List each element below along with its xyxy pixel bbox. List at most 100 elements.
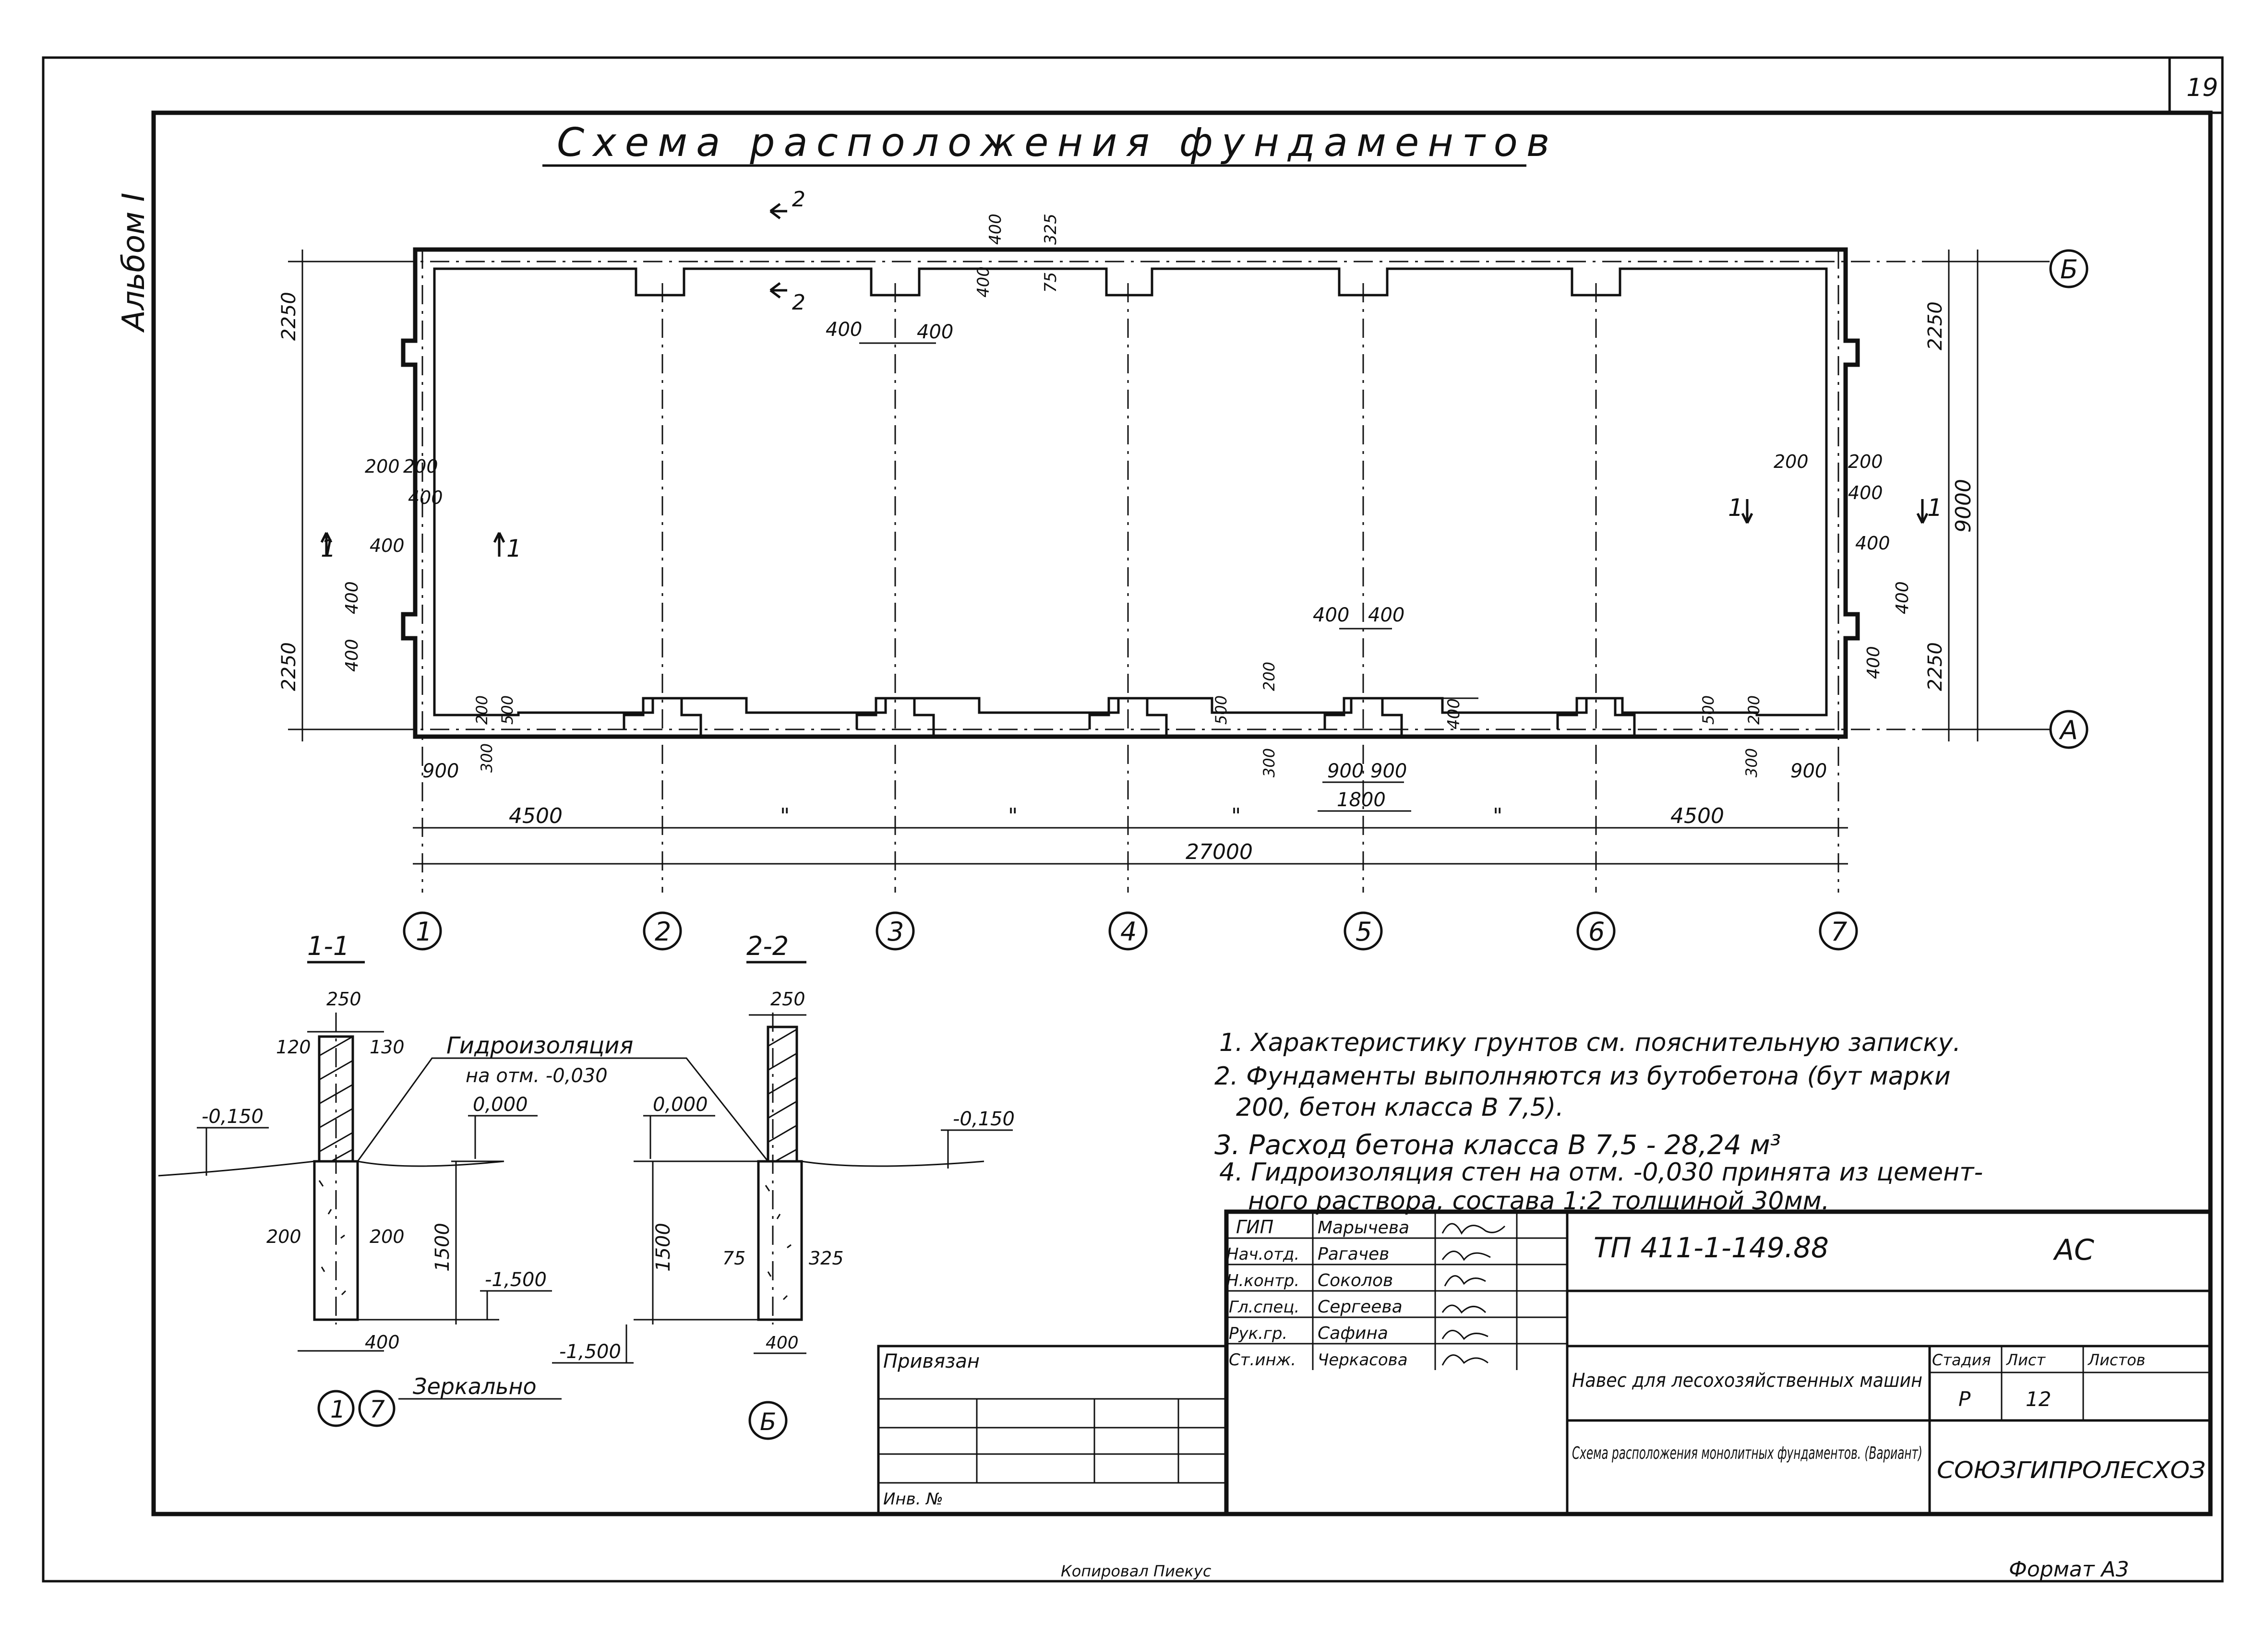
dim-top-400b: 400 (974, 266, 993, 298)
dim-bay-last: 4500 (1670, 804, 1724, 828)
s11-wall-hatch (319, 1036, 353, 1162)
s11-depth: 1500 (432, 1223, 454, 1272)
dim-top-400d: 400 (917, 321, 953, 343)
tb-stage: Р (1958, 1387, 1971, 1411)
dim-bl-500: 500 (498, 695, 516, 725)
s22-axis-bubble (748, 1401, 788, 1440)
tb-code: ТП 411-1-149.88 (1594, 1231, 1829, 1264)
tb-name-5: Черкасова (1318, 1350, 1408, 1370)
tb-name-1: Рагачев (1318, 1244, 1389, 1264)
s11-level-ground-mark (197, 1127, 269, 1176)
dim-right-200b: 200 (1848, 451, 1883, 472)
axis-label-2: 2 (655, 917, 671, 947)
sheet-number-box (2168, 58, 2222, 114)
s22-wall-hatch (768, 1028, 797, 1162)
tb-stage-h: Стадия (1932, 1351, 1991, 1369)
tb-sheets-h: Листов (2088, 1351, 2146, 1369)
s11-footing-fill (318, 1180, 347, 1296)
dim-right-2250-bottom: 2250 (1924, 642, 1946, 691)
dim-right-400a: 400 (1848, 482, 1883, 503)
dim-left-400c: 400 (342, 581, 362, 614)
sheet-number: 19 (2186, 73, 2218, 102)
dim-bay-4: " (1231, 804, 1241, 828)
dim-bay-3: " (1008, 804, 1018, 828)
section-1-mark-right2-label: 1 (1927, 494, 1943, 522)
section-2-mark-top-label: 2 (792, 187, 805, 212)
s11-axis-bubble-1 (317, 1390, 355, 1427)
axis-bubble-1 (403, 911, 442, 951)
dim-top-75: 75 (1041, 272, 1060, 293)
general-notes: 1. Характеристику грунтов см. пояснитель… (1214, 1028, 1983, 1216)
dim-bay-5: " (1493, 804, 1502, 828)
axis-bubble-3 (876, 911, 915, 951)
tb-role-0: ГИП (1236, 1217, 1273, 1238)
axis-bubble-6 (1576, 911, 1616, 951)
axis-bubble-7 (1819, 911, 1858, 951)
signature-0 (1441, 1223, 1506, 1235)
s11-level-bottom: -1,500 (485, 1269, 547, 1291)
s22-axis: Б (760, 1408, 776, 1436)
dim-c5-900a: 900 (1327, 760, 1364, 782)
tb-object: Навес для лесохозяйственных машин (1572, 1370, 1922, 1392)
tb-role-3: Гл.спец. (1229, 1298, 1299, 1317)
s22-offset-right: 325 (809, 1248, 844, 1269)
axis-bubble-2 (643, 911, 682, 951)
dim-bl-300: 300 (478, 743, 496, 773)
dim-left-400d: 400 (342, 639, 362, 672)
waterproof-level: на отм. -0,030 (466, 1065, 608, 1087)
s11-level-ground: -0,150 (202, 1106, 264, 1128)
s22-width: 250 (770, 989, 805, 1010)
dim-right-2250-top: 2250 (1924, 301, 1946, 350)
foundation-outer-contour (401, 247, 1860, 739)
s11-width: 250 (326, 989, 361, 1010)
dim-left-2250-top: 2250 (278, 292, 300, 341)
dim-br-200: 200 (1745, 695, 1763, 725)
axis-label-1: 1 (416, 917, 432, 947)
s11-axis-7: 7 (370, 1396, 385, 1423)
s22-depth: 1500 (652, 1223, 674, 1272)
section-1-1: 1-1 250 120 130 -0,150 0,000 1500 -1,500… (158, 931, 769, 1427)
s11-level-zero-mark (468, 1115, 538, 1159)
s11-footing (313, 1160, 359, 1321)
axis-label-6: 6 (1588, 917, 1605, 947)
s22-level-ground: -0,150 (953, 1108, 1015, 1130)
dim-bl-200: 200 (473, 695, 491, 725)
dim-c5-500: 500 (1212, 695, 1230, 725)
tb-name-4: Сафина (1318, 1324, 1388, 1343)
section-2-2: 2-2 250 0,000 -0,150 1500 -1,500 75 325 … (552, 931, 1015, 1440)
axis-bubble-5 (1344, 911, 1383, 951)
dim-c5-300: 300 (1260, 748, 1278, 777)
tb-name-0: Марычева (1318, 1218, 1409, 1238)
tb-role-5: Ст.инж. (1229, 1350, 1296, 1370)
note-4: 4. Гидроизоляция стен на отм. -0,030 при… (1219, 1158, 1983, 1187)
note-2: 2. Фундаменты выполняются из бутобетона … (1214, 1062, 1951, 1091)
tb-sheet-no: 12 (2026, 1387, 2051, 1411)
foundation-inner-contour (433, 267, 1828, 716)
dim-right-400c: 400 (1893, 581, 1912, 614)
s22-footing-fill (765, 1185, 792, 1300)
s11-mirror-note: Зеркально (413, 1373, 537, 1399)
tb-mark: АС (2052, 1233, 2094, 1267)
axis-label-5: 5 (1356, 917, 1372, 947)
signature-5 (1441, 1354, 1488, 1366)
dim-left-400a: 400 (408, 487, 443, 508)
dim-right-200a: 200 (1774, 451, 1809, 472)
section-1-1-label: 1-1 (307, 931, 349, 961)
signature-1 (1441, 1251, 1491, 1261)
note-2-cont: 200, бетон класса В 7,5). (1236, 1093, 1564, 1122)
dim-c5-400: 400 (1444, 698, 1464, 729)
foundation-plan: 1 2 3 4 5 6 7 Б А 9000 2250 2250 2250 22… (278, 187, 2088, 951)
bottom-copied-by: Копировал Пиекус (1061, 1562, 1212, 1580)
signature-2 (1444, 1275, 1486, 1287)
column-pad-axis-2 (623, 697, 702, 737)
outer-frame (42, 56, 2224, 1583)
dim-br-300: 300 (1742, 748, 1761, 777)
dim-bay-2: " (780, 804, 790, 828)
tb-sheet-h: Лист (2006, 1351, 2046, 1369)
tb-role-2: Н.контр. (1226, 1271, 1299, 1290)
s11-offset-left: 200 (266, 1226, 301, 1247)
tb-inv: Инв. № (883, 1490, 943, 1509)
section-2-mark-bottom (769, 282, 787, 298)
